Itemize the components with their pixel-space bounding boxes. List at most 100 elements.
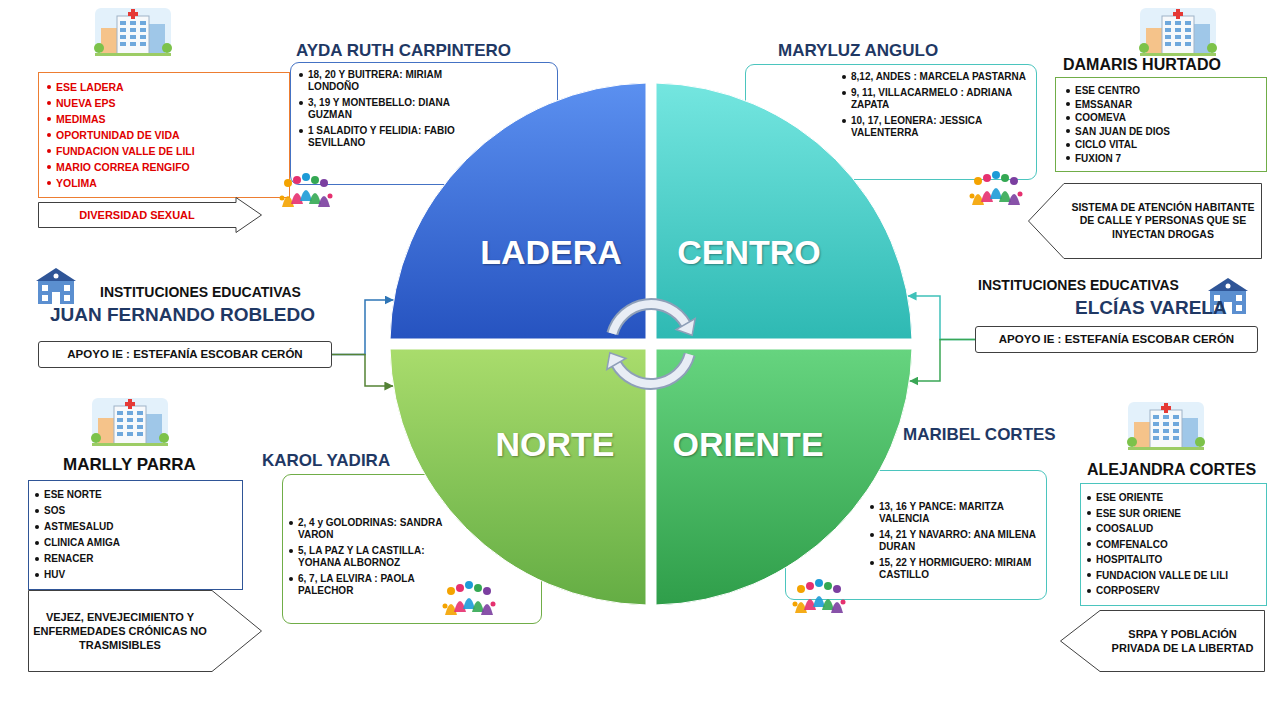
person-head	[284, 179, 292, 187]
person-head	[797, 585, 805, 593]
person-figure	[481, 604, 493, 615]
icon-window	[120, 28, 126, 32]
list-item: COOMEVA	[1066, 111, 1260, 125]
callout-shape	[1060, 610, 1265, 672]
icon-window	[1175, 35, 1181, 39]
callout-arrow: SRPA Y POBLACIÓN PRIVADA DE LA LIBERTAD	[1060, 610, 1265, 672]
callout-outline	[39, 198, 262, 233]
quadrant-shape	[390, 83, 646, 339]
icon-building	[98, 418, 114, 444]
icon-building	[1162, 16, 1194, 54]
school-clock	[1226, 284, 1231, 289]
bullet-dot	[1066, 143, 1070, 147]
person-head	[983, 174, 991, 182]
zone-name: NORTE	[496, 425, 615, 464]
callout-text: SRPA Y POBLACIÓN PRIVADA DE LA LIBERTAD	[1104, 627, 1261, 655]
item-text: CLINICA AMIGA	[44, 535, 120, 551]
list-item: FUNDACION VALLE DE LILI	[1087, 568, 1260, 584]
icon-window	[1163, 415, 1169, 419]
person-figure	[463, 598, 475, 609]
bullet-dot	[842, 119, 846, 123]
person-name: MARIBEL CORTES	[903, 424, 1047, 446]
icon-window	[1163, 436, 1169, 440]
cycle-arrow-body	[612, 304, 685, 334]
bullet-dot	[1087, 589, 1091, 593]
person-head	[447, 587, 455, 595]
item-text: EMSSANAR	[1075, 98, 1132, 112]
icon-window	[1173, 422, 1179, 426]
bullet-dot	[1066, 102, 1070, 106]
icon-window	[130, 42, 136, 46]
entity-list-box: MARLLY PARRAESE NORTESOSASTMESALUDCLINIC…	[28, 455, 243, 590]
list-frame: ESE ORIENTEESE SUR ORIENECOOSALUDCOMFENA…	[1080, 483, 1267, 606]
list-frame: ESE LADERANUEVA EPSMEDIMASOPORTUNIDAD DE…	[38, 72, 290, 198]
confetti-dot	[491, 602, 496, 607]
item-text: 8,12, ANDES : MARCELA PASTARNA	[851, 71, 1031, 83]
callout-text: DIVERSIDAD SEXUAL	[79, 208, 195, 222]
person-head	[320, 179, 328, 187]
list-item: FUXION 7	[1066, 152, 1260, 166]
bullet-dot	[1066, 89, 1070, 93]
support-text: APOYO IE : ESTEFANÍA ESCOBAR CERÓN	[43, 347, 327, 362]
bullet-dot	[1087, 542, 1091, 546]
list-item: RENACER	[35, 551, 236, 567]
item-text: ESE NORTE	[44, 487, 102, 503]
item-text: CICLO VITAL	[1075, 138, 1137, 152]
item-text: RENACER	[44, 551, 93, 567]
item-text: 2, 4 y GOLODRINAS: SANDRA VARON	[298, 517, 450, 541]
quadrant-fill	[656, 349, 912, 605]
callout-text: VEJEZ, ENVEJECIMIENTO Y ENFERMEDADES CRÓ…	[32, 610, 208, 652]
item-text: SOS	[44, 503, 65, 519]
item-text: OPORTUNIDAD DE VIDA	[56, 127, 180, 143]
icon-window	[140, 21, 146, 25]
person-head	[974, 177, 982, 185]
icon-window	[130, 21, 136, 25]
connector-arrow	[332, 300, 394, 355]
cycle-arrow	[612, 304, 695, 335]
item-text: YOLIMA	[56, 175, 97, 191]
zone-name: ORIENTE	[672, 425, 823, 464]
bullet-dot	[35, 541, 39, 545]
icon-window	[1165, 28, 1171, 32]
bullet-dot	[842, 91, 846, 95]
list-item: 6, 7, LA ELVIRA : PAOLA PALECHOR	[289, 573, 537, 597]
icon-building	[101, 28, 117, 54]
bullet-dot	[35, 525, 39, 529]
icon-window	[1153, 436, 1159, 440]
connector-arrow	[908, 296, 975, 340]
hospital-icon	[91, 398, 169, 446]
list-item: CICLO VITAL	[1066, 138, 1260, 152]
person-head	[456, 584, 464, 592]
icon-building	[1150, 410, 1182, 448]
icon-window	[1175, 28, 1181, 32]
bullet-dot	[870, 533, 874, 537]
icon-window	[140, 35, 146, 39]
callout-body: VEJEZ, ENVEJECIMIENTO Y ENFERMEDADES CRÓ…	[32, 590, 208, 672]
zone-quadrant: ORIENTE	[656, 349, 912, 605]
callout-arrow: SISTEMA DE ATENCIÓN HABITANTE DE CALLE Y…	[1028, 183, 1262, 259]
item-text: FUNDACION VALLE DE LILI	[1096, 568, 1228, 584]
item-text: ESE SUR ORIENE	[1096, 506, 1181, 522]
quadrant-shape	[390, 349, 646, 605]
callout-body: DIVERSIDAD SEXUAL	[42, 197, 232, 233]
person-head	[1010, 177, 1018, 185]
icon-window	[127, 432, 133, 436]
person-name: MARLLY PARRA	[63, 455, 243, 475]
confetti-dot	[793, 602, 798, 607]
person-head	[302, 173, 310, 181]
list-item: SOS	[35, 503, 236, 519]
item-text: NUEVA EPS	[56, 95, 116, 111]
icon-window	[1163, 429, 1169, 433]
item-text: 18, 20 Y BUITRERA: MIRIAM LONDOÑO	[308, 69, 488, 93]
callout-body: SRPA Y POBLACIÓN PRIVADA DE LA LIBERTAD	[1104, 610, 1261, 672]
list-item: SAN JUAN DE DIOS	[1066, 125, 1260, 139]
list-frame: ESE CENTROEMSSANARCOOMEVASAN JUAN DE DIO…	[1055, 77, 1267, 172]
icon-ground	[1140, 53, 1216, 56]
person-figure	[813, 596, 825, 607]
support-text: APOYO IE : ESTEFANÍA ESCOBAR CERÓN	[980, 332, 1253, 347]
cycle-arrow	[607, 353, 690, 384]
person-figure	[454, 601, 466, 612]
bullet-dot	[289, 577, 293, 581]
icon-window	[137, 432, 143, 436]
item-text: CORPOSERV	[1096, 583, 1160, 599]
